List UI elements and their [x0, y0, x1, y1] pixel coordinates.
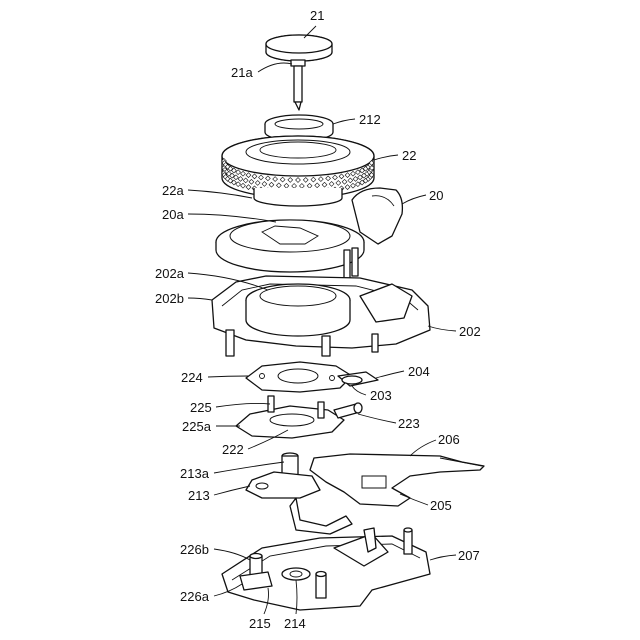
label-215: 215 — [249, 616, 271, 631]
pin-223 — [334, 403, 362, 418]
label-205: 205 — [430, 498, 452, 513]
label-203: 203 — [370, 388, 392, 403]
label-202b: 202b — [155, 291, 184, 306]
label-22a: 22a — [162, 183, 184, 198]
label-20: 20 — [429, 188, 443, 203]
detent-plate-224 — [246, 362, 352, 392]
contact-wheel-222 — [236, 396, 344, 438]
knurled-dial-22 — [222, 136, 375, 206]
label-225a: 225a — [182, 419, 212, 434]
label-225: 225 — [190, 400, 212, 415]
button-stem-21a — [291, 60, 305, 110]
housing-202 — [212, 276, 430, 356]
label-204: 204 — [408, 364, 430, 379]
label-213: 213 — [188, 488, 210, 503]
label-223: 223 — [398, 416, 420, 431]
button-cap-21 — [266, 35, 332, 61]
label-212: 212 — [359, 112, 381, 127]
label-22: 22 — [402, 148, 416, 163]
label-213a: 213a — [180, 466, 210, 481]
label-20a: 20a — [162, 207, 184, 222]
label-21a: 21a — [231, 65, 253, 80]
label-224: 224 — [181, 370, 203, 385]
flex-circuit-206 — [310, 454, 484, 506]
label-202a: 202a — [155, 266, 185, 281]
label-214: 214 — [284, 616, 306, 631]
label-207: 207 — [458, 548, 480, 563]
label-226b: 226b — [180, 542, 209, 557]
label-202: 202 — [459, 324, 481, 339]
label-21: 21 — [310, 8, 324, 23]
label-226a: 226a — [180, 589, 210, 604]
label-222: 222 — [222, 442, 244, 457]
label-206: 206 — [438, 432, 460, 447]
